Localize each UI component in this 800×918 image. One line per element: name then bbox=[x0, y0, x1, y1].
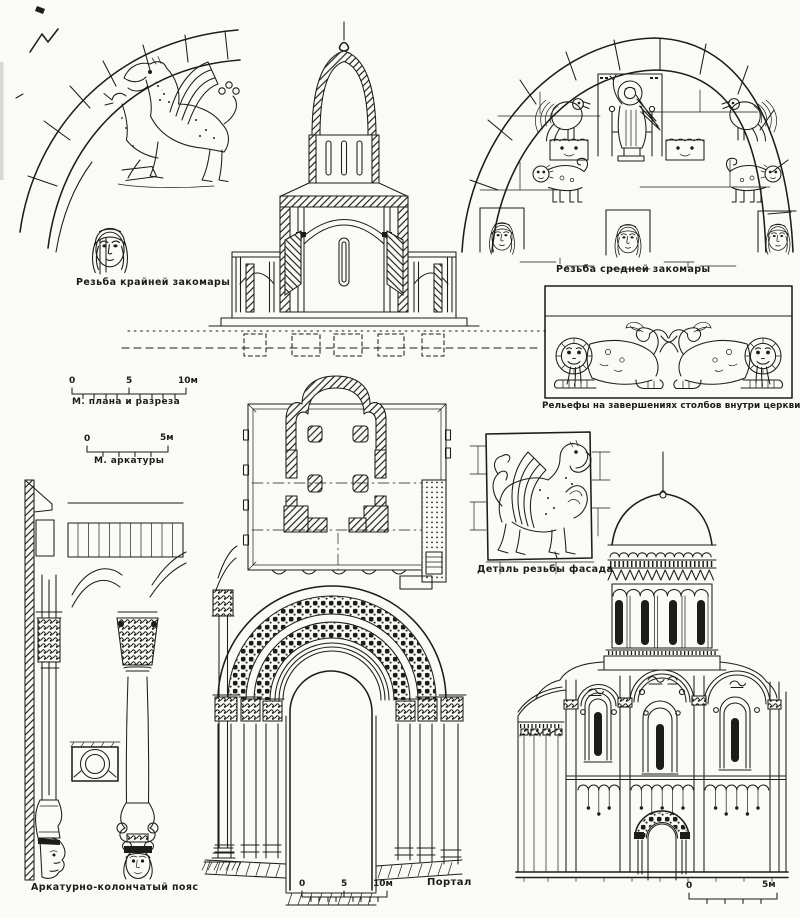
scale-portal-start: 0 bbox=[299, 879, 306, 889]
zakomara-relief-figures bbox=[580, 676, 760, 716]
mask-relief-figure bbox=[489, 222, 515, 255]
mask-corbel-profile bbox=[37, 837, 66, 879]
scale-plan-end: 10м bbox=[178, 376, 198, 386]
portal-capitals bbox=[212, 694, 467, 722]
mask-corbel-frontal bbox=[121, 840, 155, 880]
scale-bar-facade bbox=[688, 892, 778, 905]
facade-portal bbox=[634, 810, 690, 881]
arcature-belt-drawing bbox=[24, 479, 242, 881]
king-david-relief-figure bbox=[597, 73, 663, 162]
mask-frames bbox=[479, 207, 797, 256]
zakomara-middle-relief-drawing bbox=[461, 37, 797, 270]
label-zakomara-edge: Резьба крайней закомары bbox=[76, 277, 231, 288]
scale-facade-end: 5м bbox=[762, 880, 776, 890]
scale-arcature-caption: М. аркатуры bbox=[94, 456, 165, 466]
mask-relief-figure bbox=[765, 223, 791, 255]
scale-plan-mid: 5 bbox=[126, 376, 133, 386]
facade-elevation-drawing bbox=[515, 451, 789, 882]
church-section-drawing bbox=[121, 21, 547, 357]
striding-lion-figure bbox=[725, 157, 782, 203]
scale-facade-start: 0 bbox=[686, 881, 693, 891]
scale-bar-portal bbox=[301, 890, 388, 903]
scale-bar-arcature bbox=[86, 445, 169, 458]
striding-lion-figure bbox=[532, 157, 589, 203]
scale-arcature-start: 0 bbox=[84, 434, 91, 444]
scale-portal-end: 10м bbox=[373, 879, 393, 889]
facade-arcature-belt bbox=[565, 775, 787, 816]
scale-portal-mid: 5 bbox=[341, 879, 348, 889]
scale-plan-start: 0 bbox=[69, 376, 76, 386]
portal-drawing bbox=[204, 575, 467, 906]
dove-relief-figure bbox=[534, 98, 591, 142]
label-arcature-belt: Аркатурно-колончатый пояс bbox=[31, 882, 199, 893]
facade-carving-detail-drawing bbox=[469, 431, 611, 575]
label-pillar-reliefs: Рельефы на завершениях столбов внутри це… bbox=[542, 401, 800, 411]
church-plan-drawing bbox=[242, 375, 452, 583]
paper-marks bbox=[0, 6, 59, 180]
facade-apse bbox=[517, 686, 567, 873]
griffin-relief-figure bbox=[492, 440, 592, 559]
portal-columns bbox=[214, 723, 462, 865]
pillar-lions-relief-drawing bbox=[544, 285, 793, 399]
scale-arcature-end: 5м bbox=[160, 433, 174, 443]
scale-bar-plan-section bbox=[71, 387, 187, 400]
scale-plan-caption: М. плана и разреза bbox=[72, 397, 181, 407]
mask-relief-figure bbox=[91, 227, 129, 274]
label-facade-detail: Деталь резьбы фасада bbox=[477, 564, 614, 575]
label-portal: Портал bbox=[427, 877, 472, 888]
column-section-detail bbox=[69, 741, 121, 782]
zakomara-edge-relief-drawing bbox=[19, 29, 241, 275]
label-zakomara-middle: Резьба средней закомары bbox=[556, 264, 711, 275]
griffin-with-prey-figure bbox=[103, 56, 240, 188]
mask-relief-figure bbox=[614, 224, 642, 258]
lion-pedestal-blocks bbox=[549, 138, 705, 161]
